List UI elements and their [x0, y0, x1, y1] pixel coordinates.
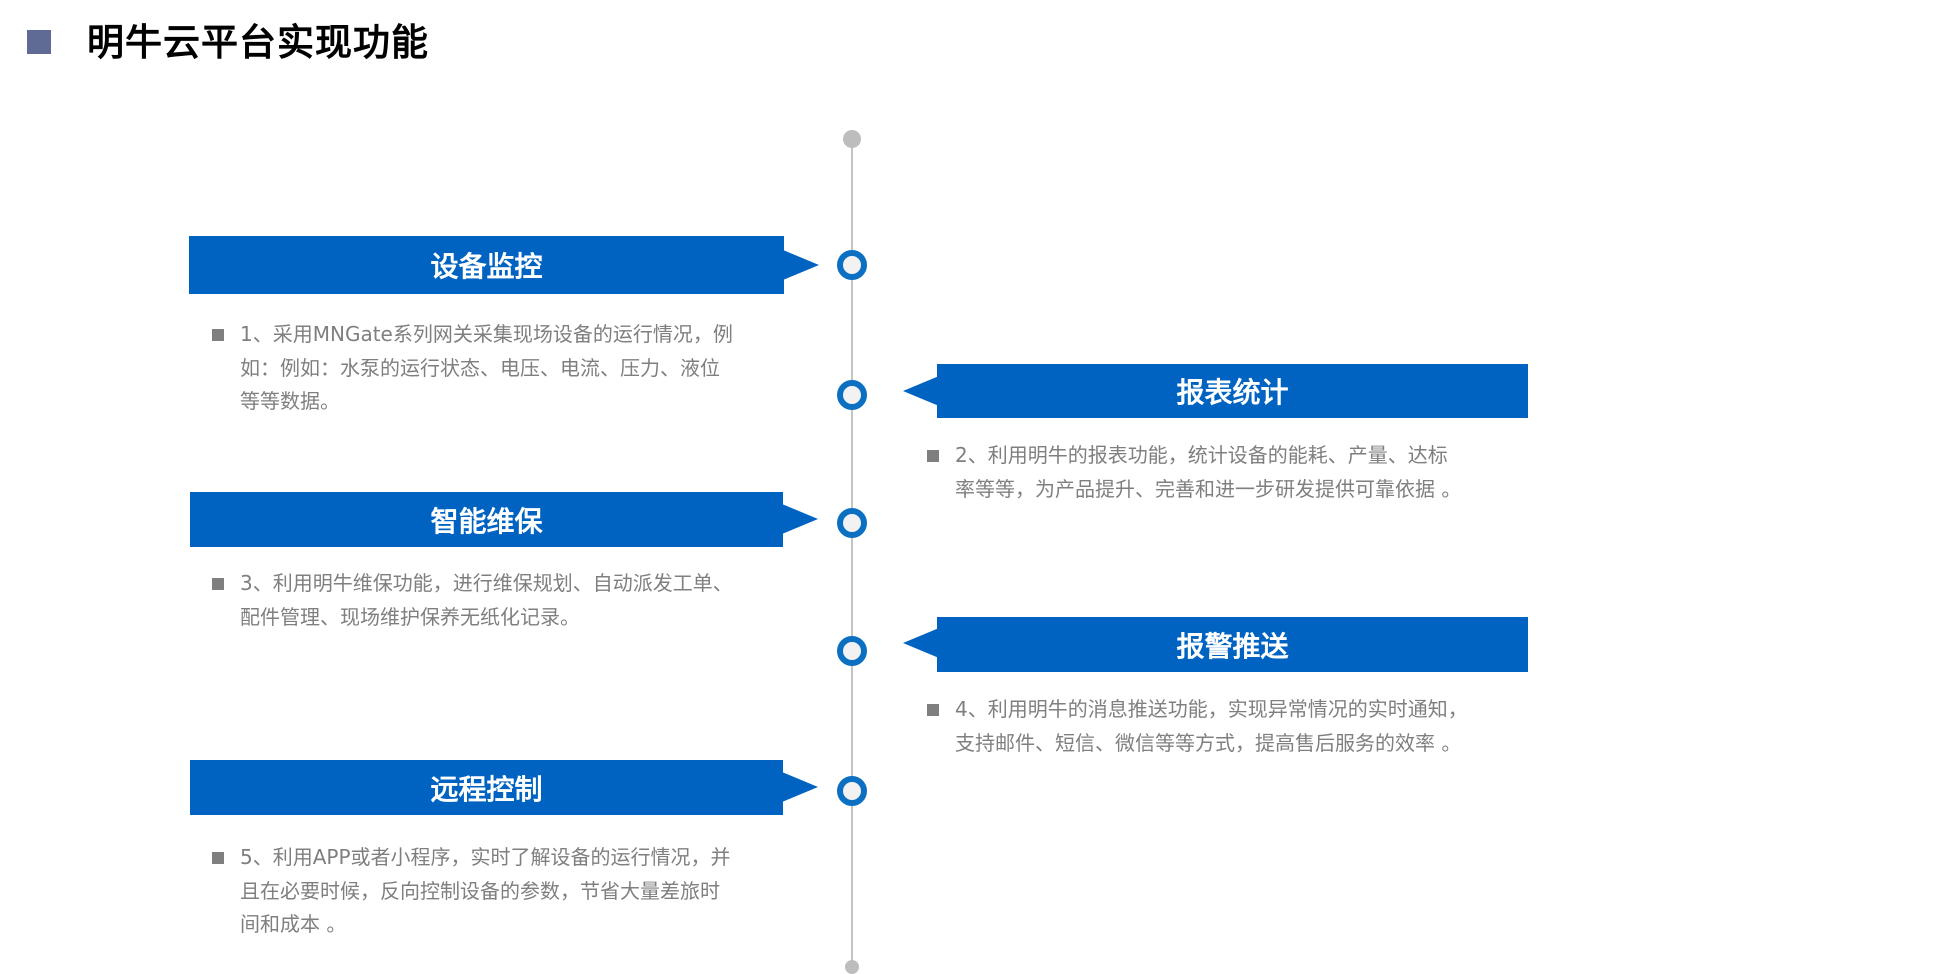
description-line: 5、利用APP或者小程序，实时了解设备的运行情况，并 [240, 845, 731, 869]
description-line: 1、采用MNGate系列网关采集现场设备的运行情况，例 [240, 322, 733, 346]
timeline-end-dot [845, 960, 859, 974]
timeline-node-3 [837, 508, 867, 538]
description-line: 且在必要时候，反向控制设备的参数，节省大量差旅时 [240, 878, 720, 903]
section-header-report-statistics: 报表统计 [937, 364, 1528, 418]
section-header-alarm-push: 报警推送 [937, 617, 1528, 672]
timeline-node-1 [837, 250, 867, 280]
page-title: 明牛云平台实现功能 [87, 21, 429, 64]
description-remote-control: 5、利用APP或者小程序，实时了解设备的运行情况，并 且在必要时候，反向控制设备… [212, 841, 731, 942]
description-line: 4、利用明牛的消息推送功能，实现异常情况的实时通知， [955, 697, 1468, 721]
timeline-start-dot [843, 130, 861, 148]
title-bullet-icon [27, 30, 51, 54]
timeline-node-4 [837, 636, 867, 666]
description-line: 3、利用明牛维保功能，进行维保规划、自动派发工单、 [240, 571, 733, 595]
arrow-left-icon [903, 628, 939, 658]
timeline-line [851, 139, 853, 965]
section-header-remote-control: 远程控制 [190, 760, 783, 815]
description-alarm-push: 4、利用明牛的消息推送功能，实现异常情况的实时通知， 支持邮件、短信、微信等等方… [927, 693, 1468, 760]
description-line: 等等数据。 [240, 389, 340, 413]
arrow-right-icon [782, 504, 818, 534]
timeline-node-5 [837, 776, 867, 806]
description-line: 支持邮件、短信、微信等等方式，提高售后服务的效率 。 [955, 730, 1462, 755]
description-line: 率等等，为产品提升、完善和进一步研发提供可靠依据 。 [955, 476, 1462, 501]
bullet-icon [212, 578, 224, 590]
section-header-device-monitoring: 设备监控 [189, 236, 784, 294]
description-device-monitoring: 1、采用MNGate系列网关采集现场设备的运行情况，例 如：例如：水泵的运行状态… [212, 318, 733, 419]
arrow-right-icon [782, 772, 818, 802]
description-line: 如：例如：水泵的运行状态、电压、电流、压力、液位 [240, 355, 720, 380]
description-line: 2、利用明牛的报表功能，统计设备的能耗、产量、达标 [955, 443, 1448, 467]
description-report-statistics: 2、利用明牛的报表功能，统计设备的能耗、产量、达标 率等等，为产品提升、完善和进… [927, 439, 1462, 506]
bullet-icon [927, 704, 939, 716]
bullet-icon [927, 450, 939, 462]
bullet-icon [212, 329, 224, 341]
description-line: 配件管理、现场维护保养无纸化记录。 [240, 604, 580, 629]
description-line: 间和成本 。 [240, 912, 347, 936]
timeline-node-2 [837, 380, 867, 410]
arrow-right-icon [783, 250, 819, 280]
arrow-left-icon [903, 376, 939, 406]
section-header-smart-maintenance: 智能维保 [190, 492, 783, 547]
description-smart-maintenance: 3、利用明牛维保功能，进行维保规划、自动派发工单、 配件管理、现场维护保养无纸化… [212, 567, 733, 634]
bullet-icon [212, 852, 224, 864]
